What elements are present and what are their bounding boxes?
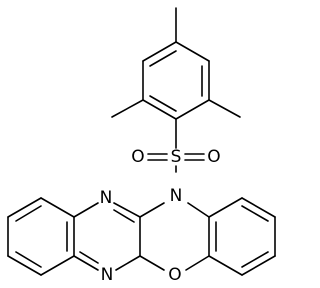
- bond: [73, 202, 99, 218]
- bond: [73, 255, 99, 271]
- mesityl-ring: [111, 7, 241, 120]
- sulfonyl-oxygen-right-label: O: [207, 147, 220, 167]
- bond: [187, 202, 210, 218]
- sulfonyl-oxygen-left-label: O: [131, 147, 144, 167]
- bond: [40, 197, 75, 218]
- right-benzo-ring: [208, 197, 276, 276]
- sulfonyl-group: [147, 118, 205, 173]
- bond: [241, 255, 276, 276]
- bond: [185, 255, 210, 271]
- ring-oxygen-label: O: [168, 265, 181, 285]
- bond-double-inner: [149, 95, 177, 112]
- methyl-right: [208, 99, 241, 118]
- bond: [115, 255, 141, 271]
- bond: [208, 197, 243, 218]
- bond-double-inner: [149, 50, 177, 67]
- bond-double-inner: [15, 251, 42, 268]
- bond: [7, 197, 42, 218]
- bond: [175, 99, 210, 120]
- atom-labels: S O O N N N O: [100, 147, 221, 285]
- bond: [139, 255, 165, 271]
- bond: [142, 99, 177, 120]
- pyrazine-nitrogen-top-label: N: [100, 188, 113, 208]
- structure-canvas: S O O N N N O: [7, 7, 276, 285]
- left-benzo-ring: [7, 197, 75, 276]
- methyl-left: [111, 99, 144, 118]
- bond: [208, 255, 243, 276]
- bond: [142, 41, 177, 62]
- sulfur-label: S: [171, 147, 182, 167]
- molecule-drawing: S O O N N N O: [7, 7, 276, 285]
- bond: [175, 41, 210, 62]
- bond-double-inner: [113, 209, 135, 223]
- bond-double-inner: [241, 251, 269, 268]
- bond: [241, 197, 276, 218]
- bond: [139, 202, 165, 218]
- bond: [113, 202, 141, 218]
- bond: [7, 255, 42, 276]
- oxazine-ring: [139, 202, 210, 271]
- bond-double-inner: [241, 205, 269, 222]
- bond-double-inner: [79, 251, 99, 264]
- pyrazine-ring: [73, 202, 141, 271]
- bond-double-inner: [15, 205, 42, 222]
- ring-nitrogen-label: N: [170, 186, 183, 206]
- bond: [40, 255, 75, 276]
- pyrazine-nitrogen-bottom-label: N: [101, 265, 114, 285]
